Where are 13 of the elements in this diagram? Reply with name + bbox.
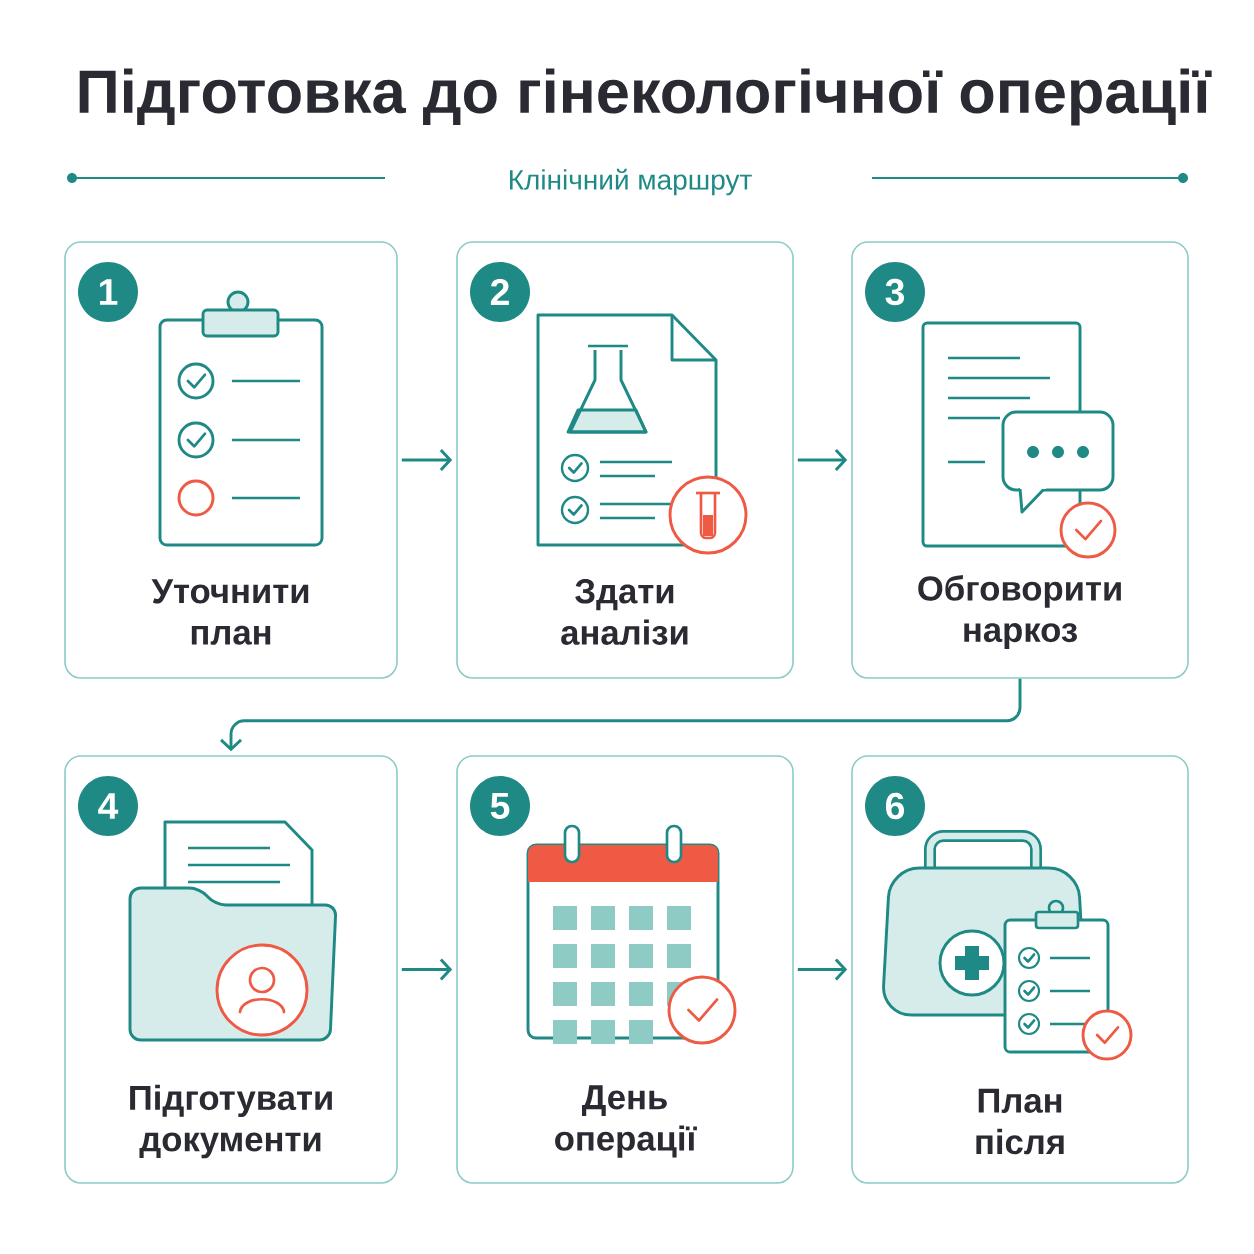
arrow bbox=[220, 678, 1022, 752]
arrow bbox=[401, 958, 453, 981]
arrow bbox=[797, 958, 848, 981]
arrow bbox=[401, 449, 453, 471]
number-badge: 1 bbox=[78, 262, 138, 322]
title: Підготовка до гінекологічної операції bbox=[79, 68, 1212, 126]
number-badge: 3 bbox=[865, 262, 925, 322]
number-badge: 2 bbox=[470, 262, 530, 322]
number-badge: 5 bbox=[470, 776, 530, 836]
number-badge: 4 bbox=[78, 776, 138, 836]
arrow bbox=[797, 449, 848, 471]
subtitle: Клінічний маршрут bbox=[510, 168, 752, 196]
number-badge: 6 bbox=[865, 776, 925, 836]
